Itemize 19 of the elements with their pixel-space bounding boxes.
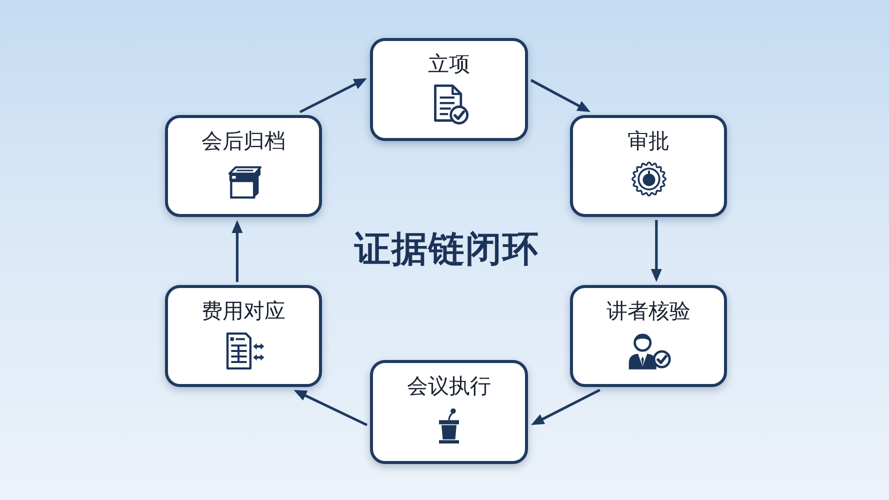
arrow: [650, 220, 662, 282]
step-label: 会后归档: [202, 129, 286, 154]
step-label: 会议执行: [407, 374, 491, 399]
process-box: [570, 115, 727, 217]
arrow: [299, 78, 367, 114]
step-label: 费用对应: [202, 299, 286, 324]
process-box: [370, 38, 528, 141]
step-label: 审批: [628, 129, 670, 154]
process-box: [370, 360, 528, 464]
arrow: [232, 220, 243, 282]
arrow: [531, 388, 600, 426]
arrow: [530, 79, 590, 112]
process-box: [570, 285, 727, 387]
arrow: [294, 390, 368, 426]
diagram-title: 证据链闭环: [354, 228, 540, 272]
process-box: [165, 285, 322, 387]
step-label: 立项: [428, 52, 470, 77]
step-label: 讲者核验: [606, 299, 690, 324]
process-box: [165, 115, 322, 217]
